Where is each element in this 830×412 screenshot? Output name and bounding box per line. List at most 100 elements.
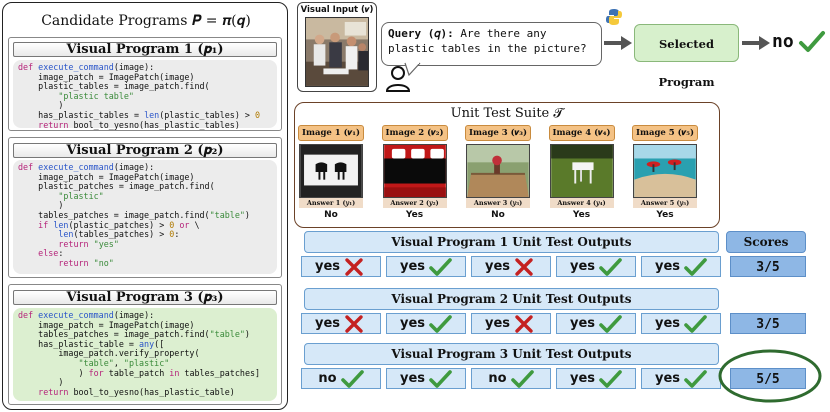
code-token: len xyxy=(53,219,69,230)
output-cell-1-3: yes xyxy=(471,256,551,277)
code-token: , xyxy=(113,357,124,368)
code-token: "plastic" xyxy=(58,190,104,201)
output-value: yes xyxy=(569,316,596,331)
output-value: yes xyxy=(399,371,426,386)
code-token: return xyxy=(58,257,89,268)
code-token: \ xyxy=(189,219,200,230)
output-cell-3-1: no xyxy=(301,368,381,389)
user-icon xyxy=(385,66,411,92)
code-token: def xyxy=(18,310,39,320)
code-token: else xyxy=(38,248,59,259)
test-image-5 xyxy=(633,144,697,198)
code-line: return "no" xyxy=(18,257,272,269)
code-line: ) for table_patch in tables_patches] xyxy=(18,367,272,379)
answer-label-3: Answer 3 (𝑦₃) xyxy=(466,198,530,208)
code-token: 0 xyxy=(255,109,261,120)
code-token: def xyxy=(18,62,39,72)
code-line: "plastic" xyxy=(18,190,272,202)
code-token: has_plastic_table = xyxy=(18,338,140,349)
test-image-label-3: Image 3 (𝒗₃) xyxy=(465,125,531,141)
check-icon xyxy=(599,257,622,276)
test-image-3 xyxy=(466,144,530,198)
code-token xyxy=(18,239,58,249)
output-cell-2-2: yes xyxy=(386,313,466,334)
answer-label-5: Answer 5 (𝑦₅) xyxy=(633,198,697,208)
output-value: yes xyxy=(399,259,426,274)
code-token: "yes" xyxy=(93,238,119,249)
output-value: yes xyxy=(569,259,596,274)
program-card-2: Visual Program 2 (𝒑₂) def execute_comman… xyxy=(8,137,282,278)
answer-value-2: Yes xyxy=(405,210,424,220)
code-token: (tables_patches) > xyxy=(73,229,170,240)
code-token: 0 xyxy=(169,219,175,230)
output-cell-2-4: yes xyxy=(556,313,636,334)
code-token: (plastic_tables) > xyxy=(159,109,256,120)
code-token: in xyxy=(169,367,180,378)
code-token: "plastic table" xyxy=(58,90,134,101)
code-token: if xyxy=(38,219,49,230)
output-value: yes xyxy=(654,371,681,386)
query-bubble-tail xyxy=(404,62,421,76)
query-bubble: Query (𝑞): Are there any plastic tables … xyxy=(381,22,602,66)
program-title-1: Visual Program 1 (𝒑₁) xyxy=(13,42,277,57)
visual-input-label: Visual Input (𝒗) xyxy=(300,5,374,15)
code-token: "table" xyxy=(209,209,245,220)
code-token: (image): xyxy=(113,310,155,320)
code-token: execute_command xyxy=(38,62,114,72)
check-icon xyxy=(510,369,534,388)
code-line: ) xyxy=(18,377,272,388)
code-line: def execute_command(image): xyxy=(18,310,272,321)
code-token: : xyxy=(174,229,180,240)
code-token xyxy=(18,191,58,201)
code-token xyxy=(18,248,38,258)
code-token: "plastic" xyxy=(123,357,170,368)
code-token: for xyxy=(88,367,104,378)
code-token: (image): xyxy=(113,162,155,172)
output-value: yes xyxy=(399,316,426,331)
code-line: tables_patches = image_patch.find("table… xyxy=(18,329,272,340)
output-value: no xyxy=(318,371,337,386)
code-token: image_patch = ImagePatch(image) xyxy=(18,71,195,82)
code-line: if len(plastic_patches) > 0 or \ xyxy=(18,219,272,231)
code-line: has_plastic_table = any([ xyxy=(18,338,272,350)
code-token: execute_command xyxy=(38,162,114,172)
arrow-to-result-icon xyxy=(742,36,770,50)
output-title-3: Visual Program 3 Unit Test Outputs xyxy=(304,343,719,365)
output-cell-2-3: yes xyxy=(471,313,551,334)
code-line: image_patch = ImagePatch(image) xyxy=(18,172,272,183)
code-token: execute_command xyxy=(38,310,114,320)
code-token: table_patch xyxy=(103,367,170,378)
check-icon xyxy=(429,369,452,388)
check-icon xyxy=(684,257,707,276)
code-token: "no" xyxy=(93,257,114,268)
code-token xyxy=(18,358,79,368)
code-token xyxy=(18,258,58,268)
output-title-1: Visual Program 1 Unit Test Outputs xyxy=(304,231,719,253)
program-card-3: Visual Program 3 (𝒑₃) def execute_comman… xyxy=(8,284,282,405)
code-token: ) xyxy=(244,329,250,340)
output-cell-1-2: yes xyxy=(386,256,466,277)
cross-icon xyxy=(515,314,533,333)
code-token: bool_to_yesno(has_plastic_tables) xyxy=(68,119,240,130)
answer-label-1: Answer 1 (𝑦₁) xyxy=(299,198,363,208)
output-cell-3-3: no xyxy=(471,368,551,389)
output-value: yes xyxy=(484,259,511,274)
check-icon xyxy=(429,257,452,276)
output-value: no xyxy=(488,371,507,386)
test-image-2 xyxy=(382,144,447,198)
code-token: has_plastic_tables = xyxy=(18,109,145,120)
code-line: def execute_command(image): xyxy=(18,162,272,173)
cross-icon xyxy=(515,257,533,276)
code-token xyxy=(18,220,38,230)
program-title-3: Visual Program 3 (𝒑₃) xyxy=(13,290,277,305)
code-line: image_patch = ImagePatch(image) xyxy=(18,320,272,331)
code-token: ) xyxy=(18,377,64,388)
code-token: len xyxy=(144,109,160,120)
output-cell-3-4: yes xyxy=(556,368,636,389)
program-code-1: def execute_command(image): image_patch … xyxy=(13,60,277,130)
visual-input-photo xyxy=(305,17,369,87)
code-token: (image): xyxy=(113,62,155,72)
code-line: image_patch = ImagePatch(image) xyxy=(18,71,272,83)
output-cell-2-5: yes xyxy=(641,313,721,334)
output-cell-1-5: yes xyxy=(641,256,721,277)
